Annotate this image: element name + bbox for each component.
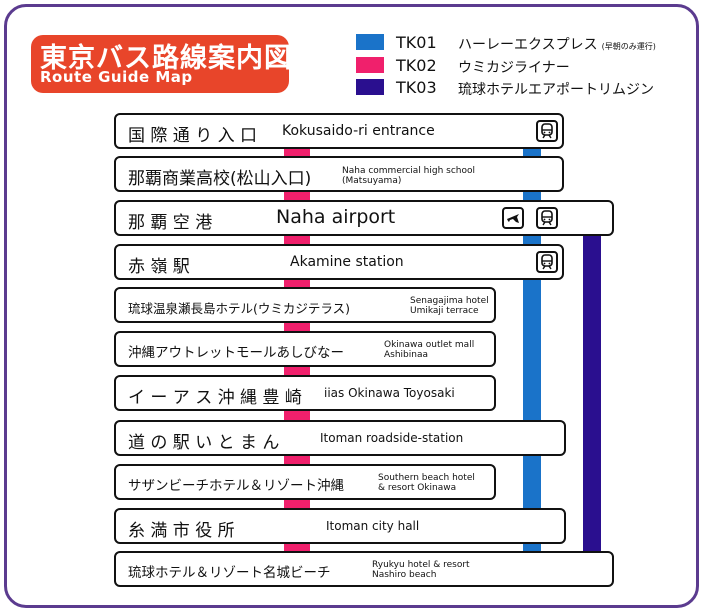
stop-name-ja: サザンビーチホテル＆リゾート沖縄 [128,478,344,494]
stop-name-ja: 琉球ホテル＆リゾート名城ビーチ [128,565,331,581]
train-icon [536,120,558,142]
legend-swatch-tk03 [356,79,384,95]
stop-name-ja: 糸 満 市 役 所 [128,521,235,541]
legend-swatch-tk02 [356,57,384,73]
legend-code: TK01 [396,33,437,52]
stop-southern-beach-hotel[interactable]: サザンビーチホテル＆リゾート沖縄 Southern beach hotel & … [114,464,496,500]
route-line-tk03 [583,218,601,553]
stop-name-ja: 道 の 駅 い と ま ん [128,433,280,453]
legend-code: TK03 [396,78,437,97]
title-badge [31,35,289,93]
legend-name-text: ハーレーエクスプレス [458,37,598,53]
map-frame [4,4,699,608]
legend-item-tk01: TK01 ハーレーエクスプレス(早朝のみ運行) [356,33,686,54]
legend-item-tk03: TK03 琉球ホテルエアポートリムジン [356,78,686,98]
stop-name-ja: イ ー ア ス 沖 縄 豊 崎 [128,388,302,408]
stop-name-en: Okinawa outlet mall Ashibinaa [384,340,475,360]
legend-item-tk02: TK02 ウミカジライナー [356,56,686,76]
stop-name-en: Naha airport [276,206,396,228]
map-subtitle: Route Guide Map [40,68,193,86]
stop-name-en: Senagajima hotel Umikaji terrace [410,296,489,316]
stop-name-ja: 沖縄アウトレットモールあしびなー [128,345,344,361]
train-icon [536,251,558,273]
stop-iias-okinawa-toyosaki[interactable]: イ ー ア ス 沖 縄 豊 崎 iias Okinawa Toyosaki [114,375,496,411]
stop-name-ja: 那 覇 空 港 [128,213,213,233]
airplane-icon [502,207,524,229]
stop-name-ja: 赤 嶺 駅 [128,257,190,277]
stop-name-en: Southern beach hotel & resort Okinawa [378,473,475,493]
stop-senagajima-hotel[interactable]: 琉球温泉瀬長島ホテル(ウミカジテラス) Senagajima hotel Umi… [114,287,496,323]
stop-naha-commercial-high-school[interactable]: 那覇商業高校(松山入口) Naha commercial high school… [114,156,564,192]
stop-name-en: Akamine station [290,254,404,270]
legend-swatch-tk01 [356,34,384,50]
map-title: 東京バス路線案内図 [40,43,292,74]
legend-note: (早朝のみ運行) [601,42,656,51]
stop-name-en: Ryukyu hotel & resort Nashiro beach [372,560,470,580]
train-icon [536,207,558,229]
stop-name-ja: 国 際 通 り 入 口 [128,126,258,146]
stop-name-en: Kokusaido-ri entrance [282,123,435,139]
route-line-tk01 [523,132,541,572]
stop-name-en: iias Okinawa Toyosaki [324,386,455,400]
legend-name: 琉球ホテルエアポートリムジン [458,82,654,98]
stop-name-en: Itoman city hall [326,519,420,533]
legend-code: TK02 [396,56,437,75]
stop-naha-airport[interactable]: 那 覇 空 港 Naha airport [114,200,614,236]
stop-okinawa-outlet-mall-ashibinaa[interactable]: 沖縄アウトレットモールあしびなー Okinawa outlet mall Ash… [114,331,496,367]
stop-akamine-station[interactable]: 赤 嶺 駅 Akamine station [114,244,564,280]
stop-itoman-city-hall[interactable]: 糸 満 市 役 所 Itoman city hall [114,508,566,544]
legend-name: ウミカジライナー [458,60,570,76]
stop-name-en: Naha commercial high school (Matsuyama) [342,166,476,186]
stop-ryukyu-hotel-nashiro-beach[interactable]: 琉球ホテル＆リゾート名城ビーチ Ryukyu hotel & resort Na… [114,551,614,587]
legend-name: ハーレーエクスプレス(早朝のみ運行) [458,34,656,54]
stop-itoman-roadside-station[interactable]: 道 の 駅 い と ま ん Itoman roadside-station [114,420,566,456]
stop-name-en: Itoman roadside-station [320,431,464,445]
stop-name-ja: 那覇商業高校(松山入口) [128,169,312,189]
stop-name-ja: 琉球温泉瀬長島ホテル(ウミカジテラス) [128,301,351,316]
stop-kokusaido-ri-entrance[interactable]: 国 際 通 り 入 口 Kokusaido-ri entrance [114,113,564,149]
